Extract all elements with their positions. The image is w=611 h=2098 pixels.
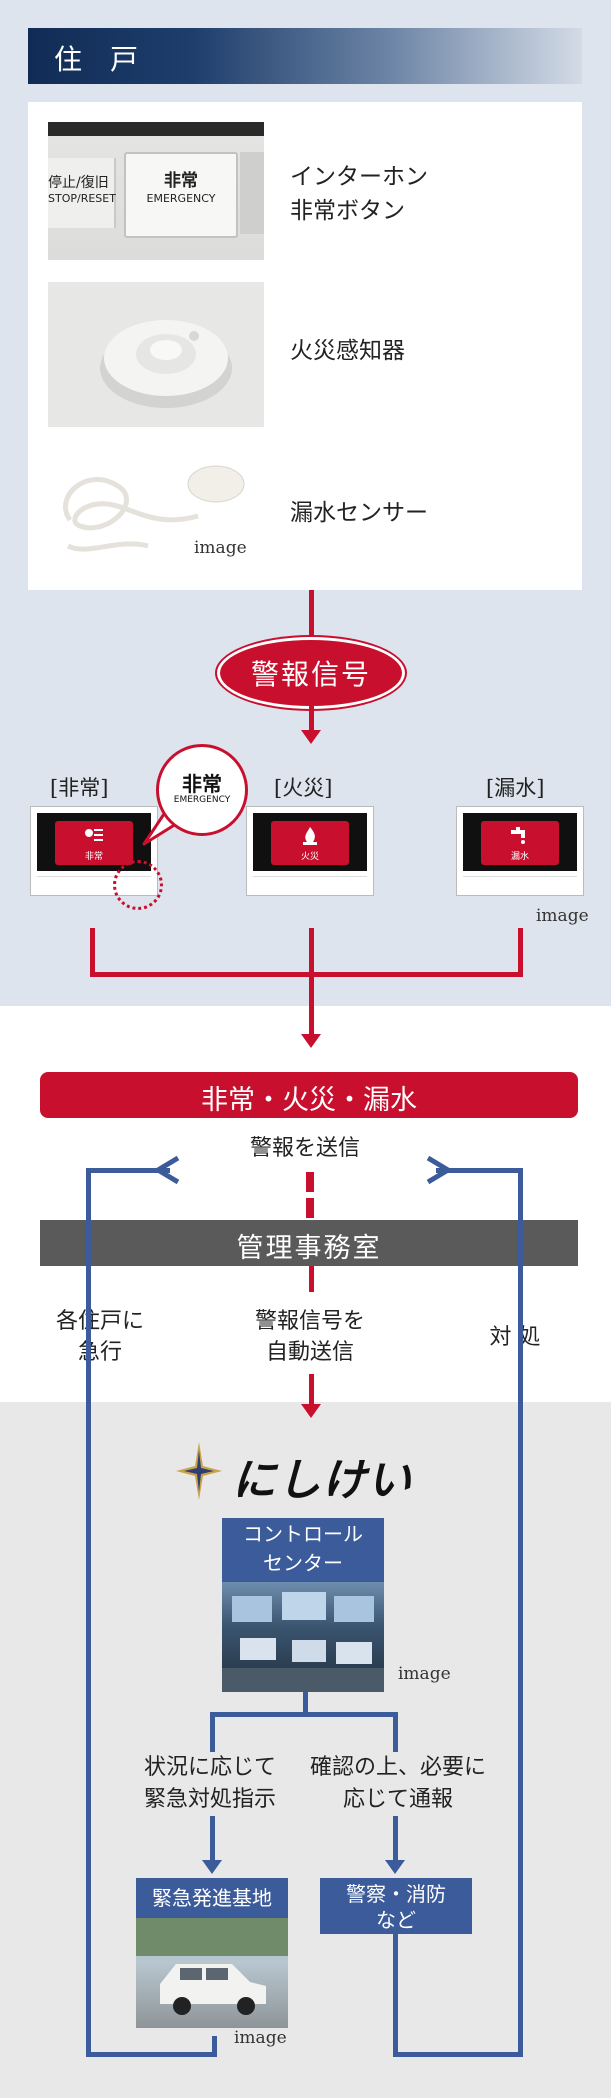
header-title: 住戸 (54, 43, 167, 76)
arrow-down-icon (301, 1034, 321, 1048)
management-office-text: 管理事務室 (236, 1233, 382, 1264)
control-center-label: コントロール センター (243, 1522, 363, 1575)
connector-line (309, 972, 314, 1034)
blue-line (210, 1712, 398, 1717)
monitor-leak: 漏水 (456, 806, 584, 896)
connector-line (518, 928, 523, 976)
arrow-down-icon (385, 1860, 405, 1874)
connector-line (90, 972, 523, 977)
connector-line (309, 928, 314, 976)
blue-line (518, 1168, 523, 2056)
control-center-photo (222, 1582, 384, 1692)
blue-line (393, 1816, 398, 1860)
blue-line (210, 1712, 215, 1752)
leak-sensor-image-note: image (194, 538, 247, 558)
fire-detector-photo (48, 282, 264, 427)
management-office-bar (40, 1220, 578, 1266)
blue-line (393, 2052, 523, 2057)
dashed-connector (306, 1198, 314, 1218)
connector-line (90, 928, 95, 976)
arrow-down-icon (202, 1860, 222, 1874)
leak-sensor-label: 漏水センサー (290, 500, 428, 526)
panel-label-fire: [火災] (274, 776, 333, 800)
control-center-image-note: image (398, 1664, 451, 1684)
emergency-bubble (156, 744, 248, 836)
center-label: 警報信号を 自動送信 (254, 1309, 365, 1365)
panel-label-emergency: [非常] (50, 776, 109, 800)
header-bar (28, 28, 582, 84)
reset-label-jp: 停止/復旧 (48, 175, 109, 191)
blue-line (303, 1692, 308, 1716)
blue-line (393, 1712, 398, 1752)
right-label: 対 処 (489, 1325, 541, 1350)
emergency-label-jp: 非常 (164, 171, 198, 191)
blue-line (86, 2052, 216, 2057)
fire-detector-icon (100, 320, 232, 408)
intercom-button-photo: 停止/復旧 STOP/RESET 非常 EMERGENCY (48, 122, 264, 260)
blue-line (212, 2036, 217, 2057)
fire-detector-label: 火災感知器 (290, 338, 405, 364)
left-label: 各住戸に 急行 (55, 1309, 144, 1365)
arrow-down-icon (301, 730, 321, 744)
reset-label-en: STOP/RESET (48, 192, 116, 205)
emergency-base-label: 緊急発進基地 (152, 1886, 272, 1910)
emergency-base-image-note: image (234, 2028, 287, 2048)
police-fire-box (320, 1878, 472, 1934)
connector-line (309, 590, 314, 640)
bubble-emergency-en: EMERGENCY (173, 795, 231, 805)
blue-line (436, 1168, 523, 1173)
star-logo-icon (176, 1442, 222, 1500)
flow-left-label: 状況に応じて 緊急対処指示 (143, 1755, 276, 1812)
company-logo-text: にしけい (232, 1455, 412, 1506)
flow-right-label: 確認の上、必要に 応じて通報 (309, 1755, 486, 1812)
intercom-label: インターホン 非常ボタン (290, 164, 428, 224)
blue-line (393, 1920, 398, 2057)
blue-line (86, 1168, 91, 2056)
emergency-base-photo (136, 1918, 288, 2028)
alarm-signal-text: 警報信号 (250, 658, 371, 691)
highlight-circle (113, 860, 163, 910)
control-center-label-box (222, 1518, 384, 1582)
monitor-caption-fire: 火災 (300, 852, 319, 862)
arrow-left-icon (426, 1156, 450, 1184)
dashed-connector (306, 1172, 314, 1192)
leak-sensor-photo (48, 446, 264, 564)
alarm-signal-badge (220, 640, 402, 706)
arrow-down-icon (301, 1404, 321, 1418)
monitor-fire: 火災 (246, 806, 374, 896)
monitor-caption-emergency: 非常 (84, 852, 103, 862)
faucet-icon (511, 827, 525, 844)
control-room-icon (222, 1592, 384, 1692)
emergency-icon (85, 829, 103, 841)
emergency-base-label-box (136, 1878, 288, 1918)
panels-image-note: image (536, 906, 589, 926)
blue-line (86, 1168, 170, 1173)
fire-icon (303, 827, 317, 845)
bubble-emergency-jp: 非常 (182, 772, 222, 796)
connector-line (309, 1266, 314, 1292)
alarm-type-bar (40, 1072, 578, 1118)
connector-line (309, 706, 314, 730)
leak-sensor-icon (63, 465, 245, 552)
connector-line (309, 1374, 314, 1404)
monitor-caption-leak: 漏水 (510, 852, 529, 862)
patrol-car-icon (136, 1918, 288, 2015)
blue-line (210, 1816, 215, 1860)
alarm-type-text: 非常・火災・漏水 (201, 1085, 417, 1116)
police-fire-label: 警察・消防 など (346, 1882, 446, 1932)
panel-label-leak: [漏水] (486, 776, 545, 800)
emergency-label-en: EMERGENCY (146, 192, 216, 205)
send-alarm-text: 警報を送信 (249, 1136, 360, 1161)
arrow-right-icon (156, 1156, 180, 1184)
